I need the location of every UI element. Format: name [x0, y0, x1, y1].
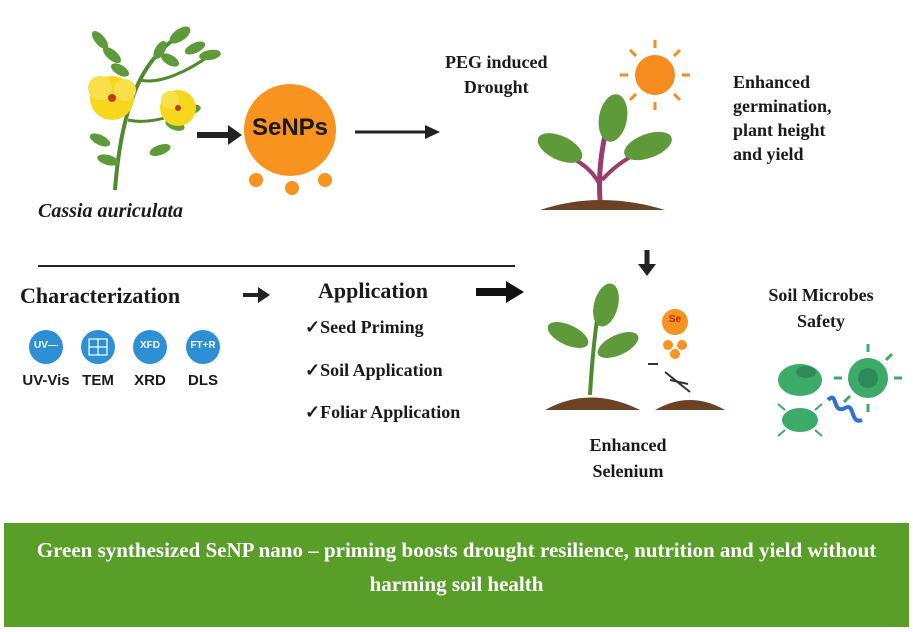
yellow-flower-icon — [160, 90, 196, 126]
technique-label-dls: DLS — [188, 372, 218, 389]
application-item-foliar: ✓Foliar Application — [305, 402, 461, 422]
yellow-flower-icon — [88, 76, 136, 120]
application-item-seed-priming: ✓Seed Priming — [305, 317, 424, 337]
healthy-plant-icon — [545, 283, 640, 410]
enhanced-outcome-label: Enhanced germination, plant height and y… — [733, 72, 832, 164]
application-item-soil: ✓Soil Application — [305, 360, 443, 380]
arrow-right-icon — [197, 125, 242, 145]
technique-label-uv-vis: UV-Vis — [22, 372, 70, 389]
soil-microbes-label: Soil Microbes Safety — [768, 285, 874, 331]
application-title: Application — [318, 278, 429, 303]
se-badge: Se — [668, 314, 682, 325]
summary-banner-text: Green synthesized SeNP nano – priming bo… — [36, 538, 877, 596]
summary-banner — [4, 523, 909, 627]
sun-icon — [620, 40, 690, 110]
soil-microbes-icon — [777, 344, 902, 437]
uv-vis-icon: UV— — [34, 340, 58, 351]
drought-label: PEG induced Drought — [445, 52, 548, 97]
cassia-plant-illustration — [88, 26, 221, 191]
sprayer-icon — [648, 363, 725, 410]
dls-icon: FT+R — [190, 340, 216, 351]
arrow-right-icon — [476, 281, 524, 303]
arrow-down-icon — [638, 250, 656, 276]
characterization-title: Characterization — [20, 283, 181, 308]
plant-name-label: Cassia auriculata — [38, 200, 184, 222]
enhanced-selenium-label: Enhanced Selenium — [589, 435, 667, 481]
seedling-icon — [537, 94, 672, 210]
technique-label-xrd: XRD — [134, 372, 166, 389]
xrd-icon: XFD — [140, 340, 160, 351]
senps-label: SeNPs — [251, 114, 329, 141]
selenium-particle-icon — [662, 309, 688, 359]
technique-label-tem: TEM — [82, 372, 114, 389]
arrow-right-icon — [355, 125, 440, 139]
arrow-right-icon — [243, 287, 270, 303]
senps-nanoparticle-icon — [244, 84, 336, 195]
